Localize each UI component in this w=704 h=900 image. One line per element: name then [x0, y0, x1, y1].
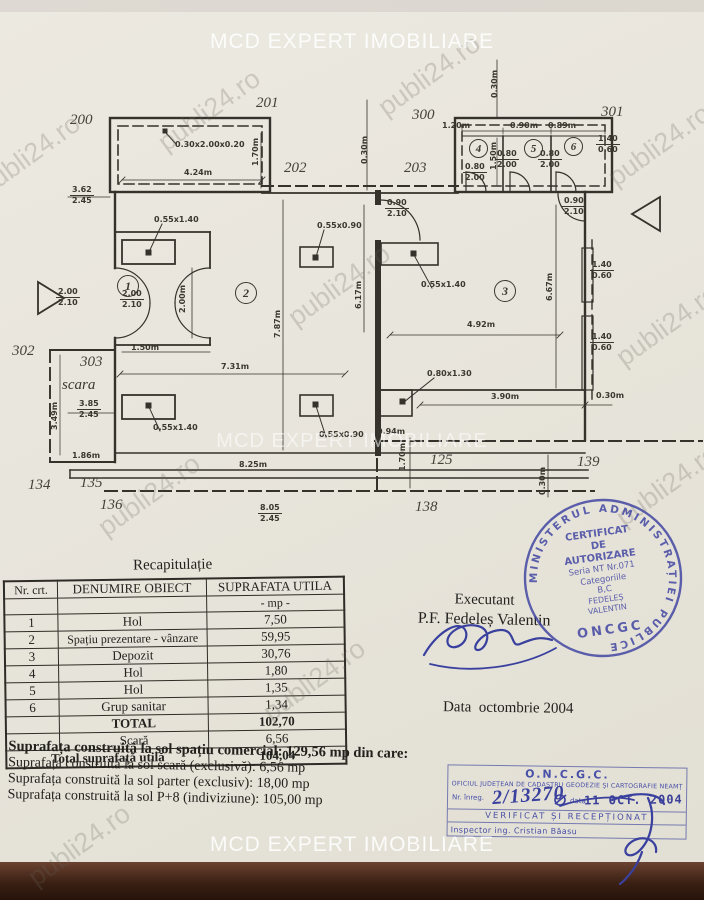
dim-0.94: 0.94m — [377, 427, 406, 436]
point-139: 139 — [577, 454, 600, 470]
win-0.80x1.30: 0.80x1.30 — [427, 369, 472, 378]
header-unit: - mp - — [206, 594, 345, 613]
header-denumire: DENUMIRE OBIECT — [57, 578, 207, 599]
room-number-4: 4 — [469, 139, 488, 158]
dim-0.90: 0.90m — [510, 121, 539, 130]
dim-1.50-b: 1.50m — [131, 343, 160, 352]
room-number-6: 6 — [564, 137, 583, 156]
built-area-summary: Suprafața construită la sol spațiu comer… — [7, 738, 408, 811]
dim-6.17: 6.17m — [354, 280, 363, 309]
recap-table-title: Recapitulație — [132, 556, 213, 574]
point-302: 302 — [12, 343, 35, 359]
executant-block: Executant P.F. Fedeleș Valentin — [418, 591, 551, 631]
point-301: 301 — [601, 104, 624, 120]
dim-1.86: 1.86m — [72, 451, 101, 460]
point-134: 134 — [28, 477, 51, 493]
dim-3.49: 3.49m — [50, 401, 59, 430]
executant-role: Executant — [454, 591, 515, 609]
inspector-line: Inspector ing. Cristian Băasu — [450, 825, 578, 837]
desk-surface — [0, 862, 704, 900]
room-number-2: 2 — [235, 282, 257, 304]
dim-0.30-a: 0.30m — [360, 135, 369, 164]
dim-0.30-d: 0.30m — [596, 391, 625, 400]
recap-table-block: Recapitulație Nr. crt. DENUMIRE OBIECT S… — [2, 555, 348, 770]
win-0.55x1.40-c: 0.55x1.40 — [153, 423, 198, 432]
point-200: 200 — [70, 112, 93, 128]
win-0.55x0.90-a: 0.55x0.90 — [317, 221, 362, 230]
paper-top-shade — [0, 0, 704, 12]
dim-2.00m: 2.00m — [178, 284, 187, 313]
dim-1.70-b: 1.70m — [398, 442, 407, 471]
point-138: 138 — [415, 499, 438, 515]
room-number-3: 3 — [494, 280, 516, 302]
point-201: 201 — [256, 95, 279, 111]
dim-1.70-a: 1.70m — [251, 137, 260, 166]
date-line: Data octombrie 2004 — [442, 699, 574, 717]
reg-number-label: Nr. înreg. — [451, 793, 485, 802]
dim-7.87: 7.87m — [273, 309, 282, 338]
dim-0.30-b: 0.30m — [490, 69, 499, 98]
point-303: 303 — [80, 354, 103, 370]
header-nr: Nr. crt. — [3, 580, 58, 599]
win-0.55x1.40-a: 0.55x1.40 — [154, 215, 199, 224]
header-suprafata: SUPRAFATA UTILA — [206, 576, 345, 597]
point-136: 136 — [100, 497, 123, 513]
dim-lintel: 0.30x2.00x0.20 — [175, 140, 245, 149]
win-0.55x1.40-b: 0.55x1.40 — [421, 280, 466, 289]
oncgc-registration-stamp: O.N.C.G.C. OFICIUL JUDEȚEAN DE CADASTRU … — [446, 764, 688, 840]
point-300: 300 — [412, 107, 435, 123]
date-stamp: 11 OCT. 2004 — [584, 792, 684, 808]
dim-4.24: 4.24m — [184, 168, 213, 177]
handwritten-reg-number: 2/13270 — [491, 781, 566, 810]
point-202: 202 — [284, 160, 307, 176]
dim-7.31: 7.31m — [221, 362, 250, 371]
dim-6.67: 6.67m — [545, 272, 554, 301]
point-135: 135 — [80, 475, 103, 491]
oncgc-reg-row: Nr. înreg. 2/13270 data 11 OCT. 2004 — [448, 782, 686, 811]
dim-4.92: 4.92m — [467, 320, 496, 329]
dim-8.25: 8.25m — [239, 460, 268, 469]
executant-name: P.F. Fedeleș Valentin — [417, 609, 551, 630]
dim-0.89: 0.89m — [548, 121, 577, 130]
point-125: 125 — [430, 452, 453, 468]
point-203: 203 — [404, 160, 427, 176]
dim-3.90: 3.90m — [491, 392, 520, 401]
stairs-label: scara — [62, 377, 96, 393]
win-0.55x0.90-b: 0.55x0.90 — [319, 430, 364, 439]
dim-1.20: 1.20m — [442, 121, 471, 130]
dim-0.30-c: 0.30m — [538, 466, 547, 495]
